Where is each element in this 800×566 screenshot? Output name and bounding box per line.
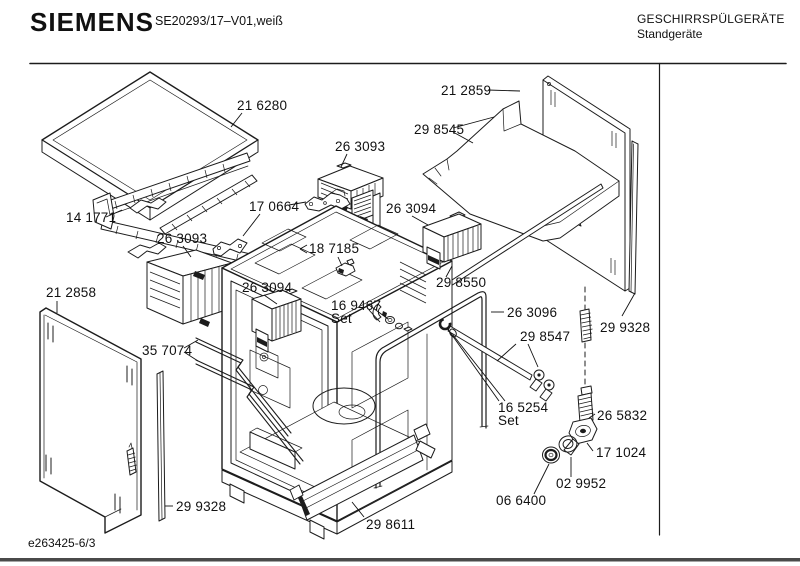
leader-line-29-8547: [496, 343, 517, 362]
part-label-29-8545: 29 8545: [414, 122, 464, 137]
leader-line-17-0664: [242, 213, 261, 237]
leader-line-16-9467: [368, 309, 381, 323]
door-gasket-26-3096: [373, 291, 489, 489]
leader-line-26-5832: [588, 413, 596, 419]
part-label-26-3093-left: 26 3093: [157, 231, 207, 246]
leader-line-26-3094-left: [263, 294, 278, 305]
spray-pipe-29-8547: [447, 325, 555, 402]
leader-line-29-9328-right: [621, 292, 636, 317]
page-title: GESCHIRRSPÜLGERÄTE: [637, 12, 785, 26]
grommet-06-6400: [542, 446, 560, 464]
part-label-16-9467-line2: Set: [331, 311, 352, 326]
part-label-26-3094-top: 26 3094: [386, 201, 436, 216]
leader-line-29-8545: [452, 116, 495, 129]
part-label-26-3094-left: 26 3094: [242, 280, 292, 295]
leader-line-17-0664: [288, 201, 307, 206]
rails-35-7074: [195, 337, 304, 465]
seal-ring-02-9952: [558, 435, 578, 453]
leader-line-29-8550: [445, 265, 453, 278]
box-26-3094-top: [422, 211, 482, 270]
leader-line-29-8611: [351, 501, 365, 518]
page-rules: [0, 62, 800, 562]
box-26-3094-left: [251, 288, 302, 353]
part-label-21-2858: 21 2858: [46, 285, 96, 300]
part-label-16-9467: 16 9467: [331, 298, 381, 313]
leader-line-21-6280: [230, 112, 243, 128]
part-label-17-0664: 17 0664: [249, 199, 299, 214]
part-label-02-9952: 02 9952: [556, 476, 606, 491]
part-label-16-5254-line2: Set: [498, 413, 519, 428]
leader-line-29-8545: [452, 131, 474, 144]
leader-line-14-1771: [105, 209, 123, 218]
part-label-29-8550: 29 8550: [436, 275, 486, 290]
base-frame-14-1771: [92, 152, 269, 268]
threaded-pin: [126, 442, 137, 476]
part-label-29-8547: 29 8547: [520, 329, 570, 344]
part-label-14-1771: 14 1771: [66, 210, 116, 225]
part-label-26-3093-top: 26 3093: [335, 139, 385, 154]
leader-line-18-7185: [299, 244, 308, 250]
leader-line-21-2859: [487, 89, 521, 92]
bracket-17-0664-a: [304, 188, 351, 212]
leader-line-16-9467: [368, 304, 389, 320]
leader-line-35-7074: [183, 351, 199, 362]
part-labels: 21 6280 14 1771 26 3093 17 0664 26 3093 21 28…: [46, 83, 650, 532]
doc-number: e263425-6/3: [28, 536, 96, 550]
clamp-18-7185: [335, 258, 356, 277]
part-label-17-1024: 17 1024: [596, 445, 646, 460]
part-label-21-6280: 21 6280: [237, 98, 287, 113]
part-label-29-8611: 29 8611: [366, 517, 415, 532]
part-label-21-2859: 21 2859: [441, 83, 491, 98]
part-label-29-9328-left: 29 9328: [176, 499, 226, 514]
base-rail-29-8611: [289, 423, 436, 521]
part-label-06-6400: 06 6400: [496, 493, 546, 508]
page-bottom-edge: [0, 558, 800, 562]
bracket-17-0664-b: [212, 238, 248, 257]
leader-line-26-3094-top: [411, 215, 429, 226]
tub-body: [221, 205, 453, 540]
leader-line-26-3093-top: [340, 153, 348, 168]
page-subtitle: Standgeräte: [637, 27, 703, 41]
leader-line-18-7185: [337, 256, 343, 267]
part-label-18-7185: 18 7185: [309, 241, 359, 256]
part-label-35-7074: 35 7074: [142, 343, 192, 358]
leader-line-18-7185: [299, 248, 308, 254]
leader-line-06-6400: [533, 463, 550, 495]
leader-line-26-3093-left: [182, 245, 192, 258]
side-strip-29-9328-right: [628, 140, 639, 295]
part-label-26-3096: 26 3096: [507, 305, 557, 320]
model-number: SE20293/17–V01,weiß: [155, 14, 283, 28]
fixing-set-16-5254: [438, 317, 457, 338]
side-strip-29-9328-left: [156, 370, 166, 522]
leader-line-16-5254: [452, 334, 506, 402]
brand-logo: SIEMENS: [30, 7, 155, 37]
leader-line-29-8547: [527, 343, 539, 368]
leader-line-17-1024: [586, 442, 594, 452]
leader-line-35-7074: [183, 339, 199, 349]
side-panel-21-2858: [39, 307, 142, 534]
part-label-26-5832: 26 5832: [597, 408, 647, 423]
leader-line-16-5254: [446, 327, 500, 402]
spindle-26-5832: [577, 286, 594, 424]
part-label-16-5254: 16 5254: [498, 400, 548, 415]
part-label-29-9328-right: 29 9328: [600, 320, 650, 335]
